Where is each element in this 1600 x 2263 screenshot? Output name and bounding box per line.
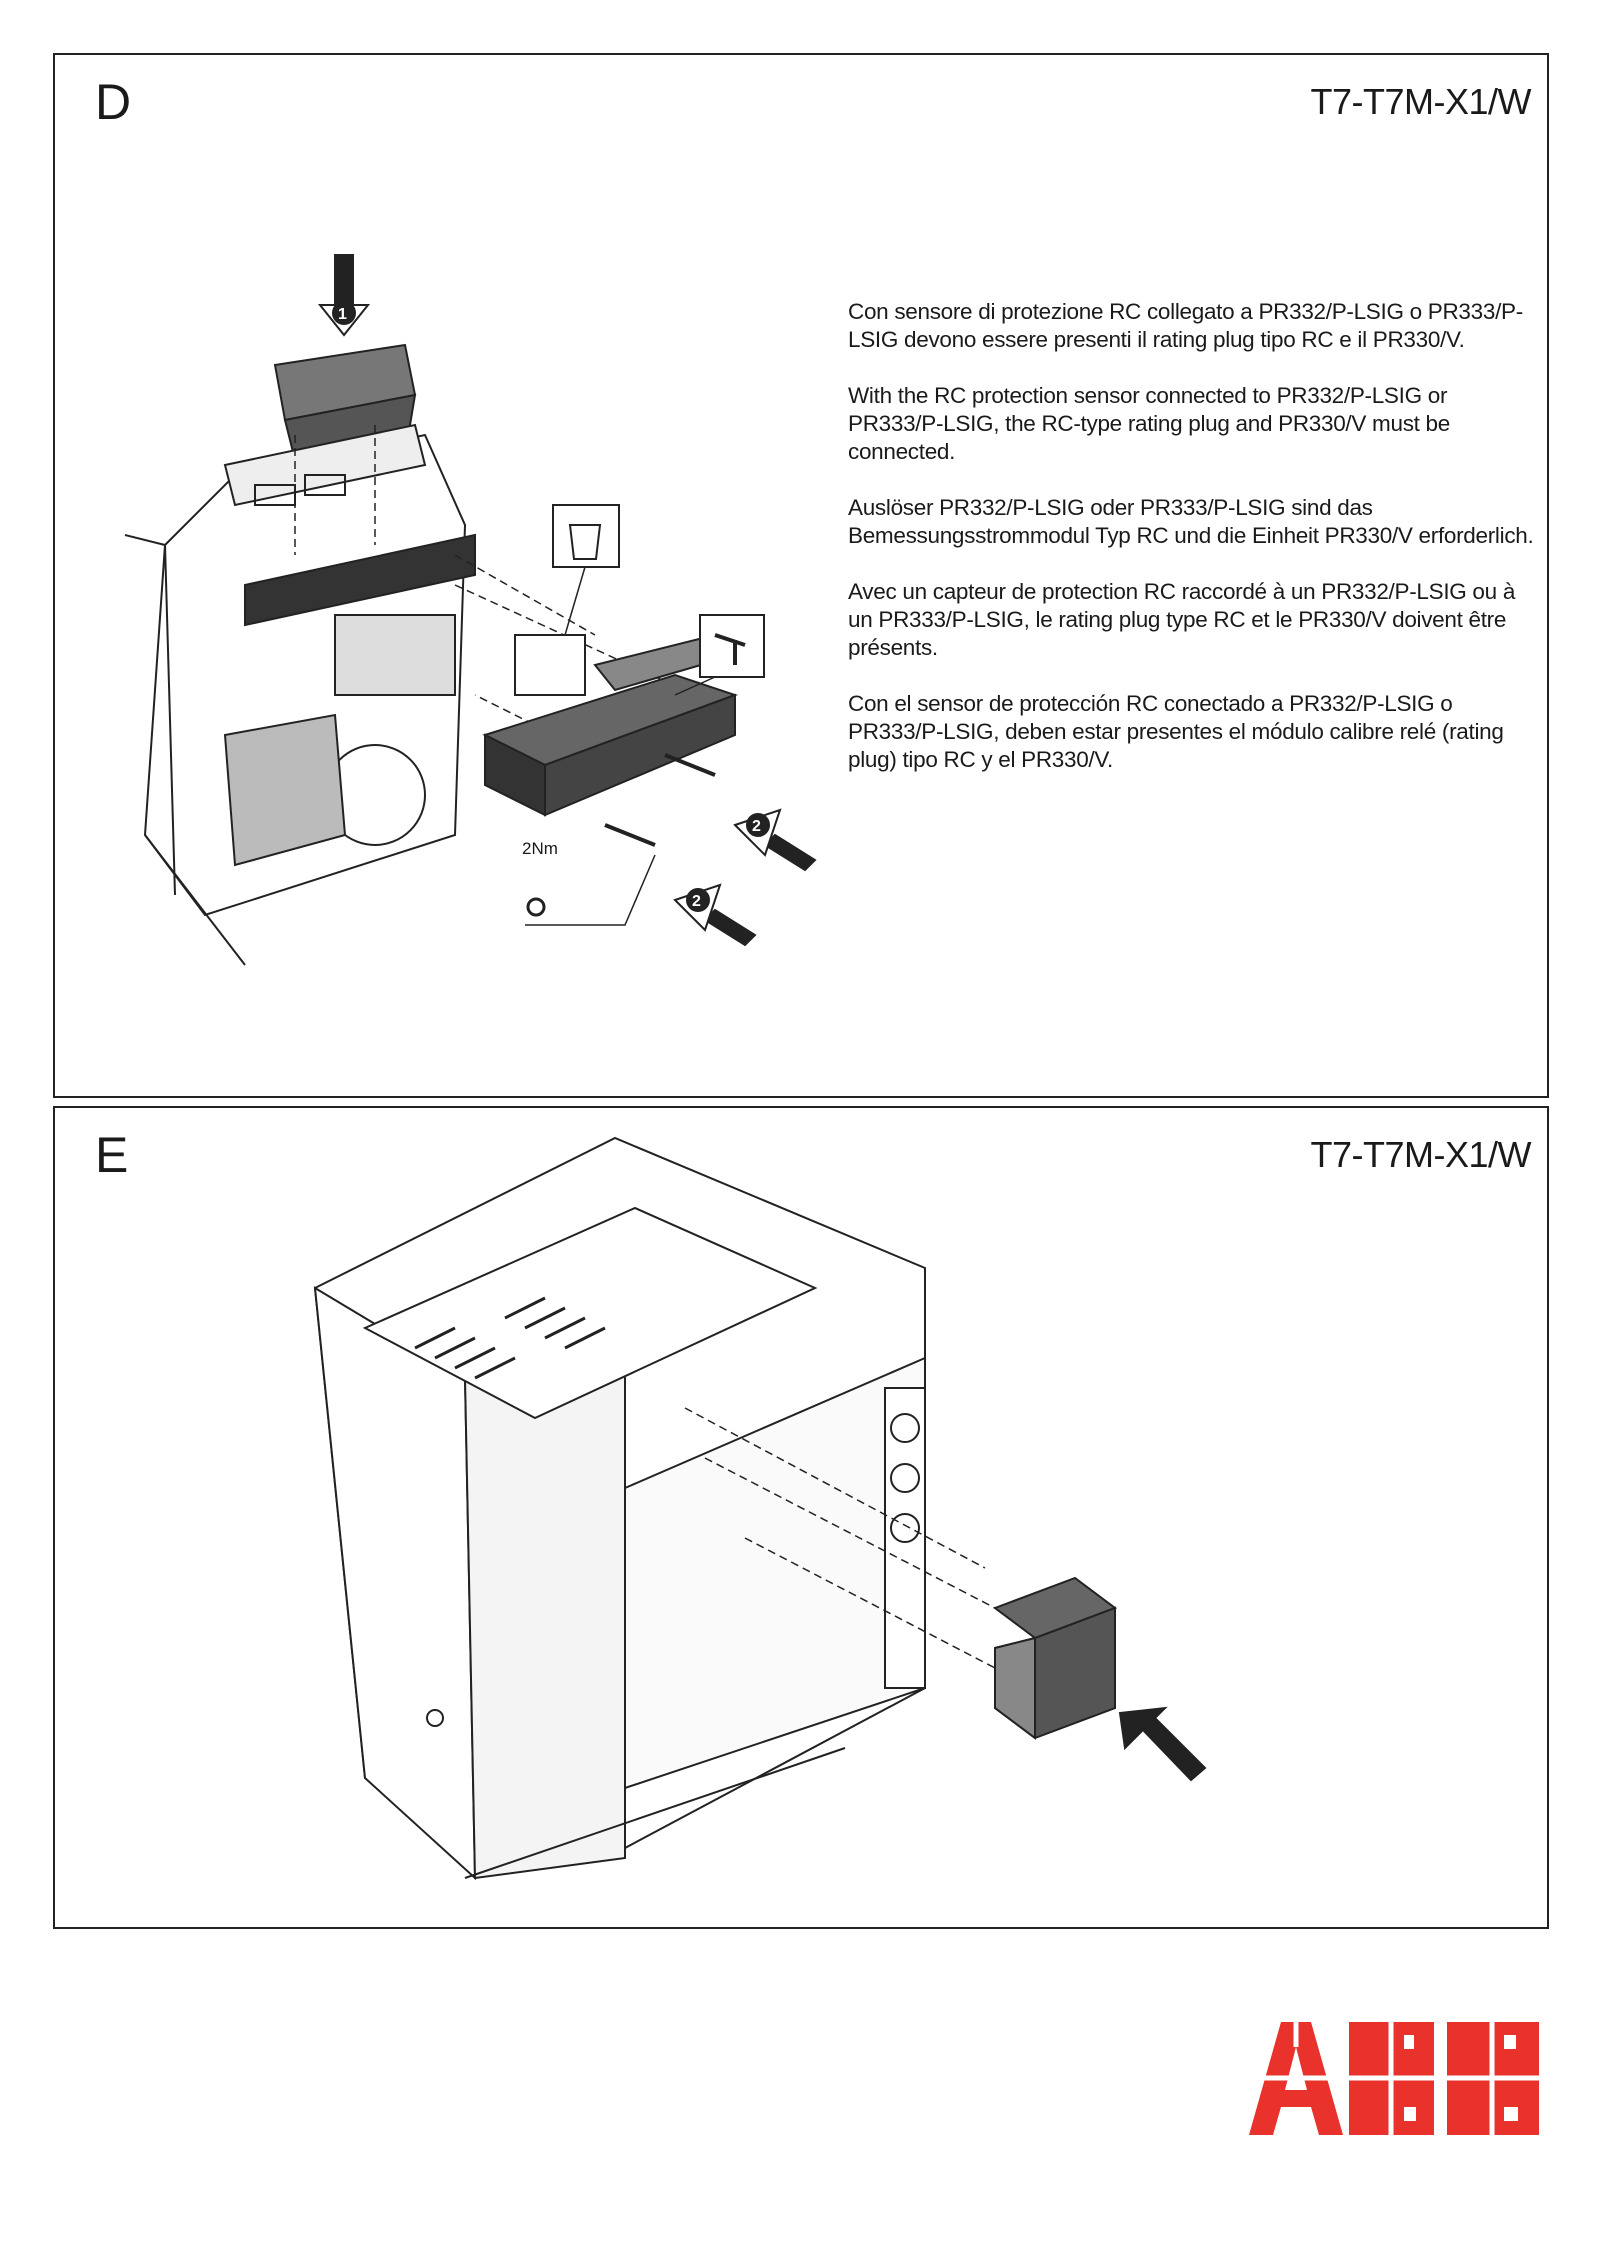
svg-text:2: 2	[692, 893, 701, 910]
torque-label: 2Nm	[522, 839, 558, 858]
panel-letter: D	[95, 74, 132, 130]
hammer-icon	[699, 614, 765, 678]
panel-d: D T7-T7M-X1/W 1	[53, 53, 1549, 1098]
model-label: T7-T7M-X1/W	[1310, 81, 1531, 122]
svg-text:2: 2	[752, 818, 761, 835]
step-2-icon	[746, 813, 770, 837]
model-label: T7-T7M-X1/W	[1310, 1134, 1531, 1175]
rating-plug-install-drawing: 1	[124, 254, 817, 966]
note-english: With the RC protection sensor connected …	[848, 383, 1450, 464]
note-german: Auslöser PR332/P-LSIG oder PR333/P-LSIG …	[848, 495, 1534, 548]
panel-letter: E	[95, 1127, 129, 1183]
torque-icon	[526, 897, 546, 917]
svg-text:1: 1	[338, 306, 347, 323]
abb-logo	[1249, 2022, 1539, 2135]
step-1-icon	[332, 301, 356, 325]
connector-install-drawing	[313, 1136, 1207, 1881]
panel-e: E T7-T7M-X1/W	[53, 1106, 1549, 1929]
instruction-notes: Con sensore di protezione RC collegato a…	[848, 298, 1538, 802]
note-french: Avec un capteur de protection RC raccord…	[848, 579, 1516, 660]
note-italian: Con sensore di protezione RC collegato a…	[848, 299, 1523, 352]
step-2-icon	[686, 888, 710, 912]
discard-icon	[552, 504, 620, 568]
note-spanish: Con el sensor de protección RC conectado…	[848, 691, 1504, 772]
